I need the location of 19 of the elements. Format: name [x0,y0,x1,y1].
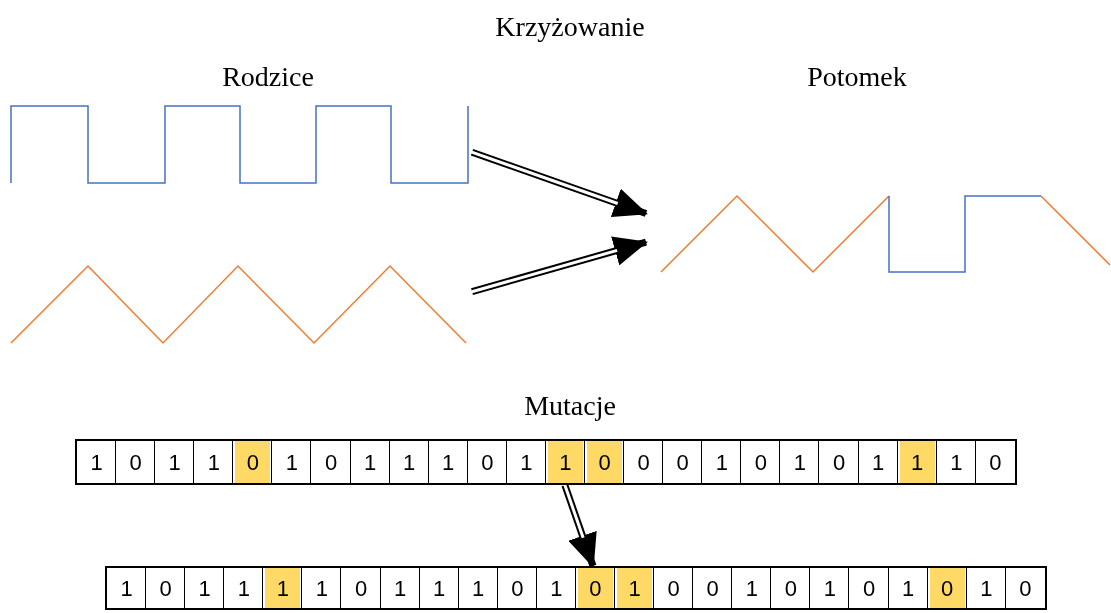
heading-label: Rodzice [221,60,315,94]
double-arrow [561,483,597,568]
double-arrow [470,148,648,217]
bit-string [105,566,1047,610]
bit-cell: 0 [927,568,967,608]
bit-cell: 1 [263,568,303,608]
bit-string [75,439,1017,485]
bit-cell: 1 [536,568,576,608]
bit-cell: 1 [545,441,585,483]
bit-cell: 1 [897,441,937,483]
heading-label: Potomek [806,60,908,94]
double-arrow [470,236,648,296]
bit-cell: 1 [615,568,655,608]
bit-cell: 0 [585,441,625,483]
title: Krzyżowanie [494,10,646,44]
bit-cell: 0 [575,568,615,608]
bit-cell: 0 [624,441,664,483]
bit-cell: 0 [233,441,273,483]
heading-label: Mutacje [523,389,617,423]
